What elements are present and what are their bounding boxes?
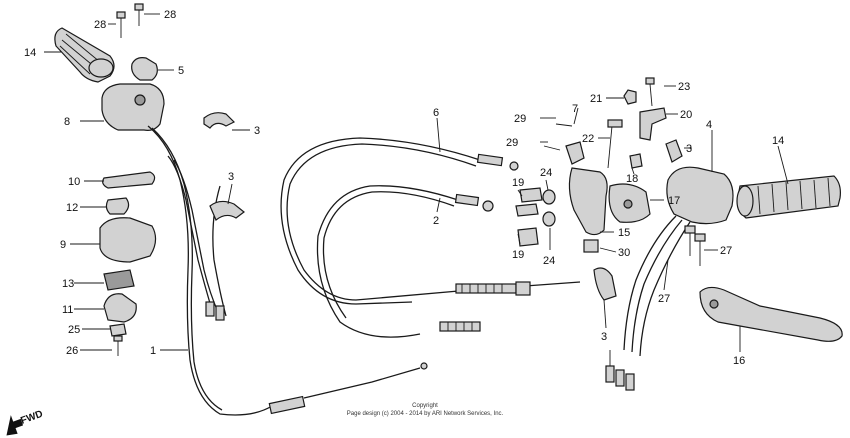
callout-21: 21: [590, 93, 602, 105]
throttle-cable-adjusters: [355, 281, 581, 332]
callout-7: 7: [572, 103, 578, 115]
callout-28-b: 28: [164, 9, 176, 21]
fwd-arrow-icon: [6, 415, 24, 436]
callout-3-holder: 3: [601, 331, 607, 343]
leader-lines: [44, 13, 789, 352]
copyright-line-1: Copyright: [412, 403, 438, 409]
callout-27-a: 27: [658, 293, 670, 305]
callout-29-a: 29: [514, 113, 526, 125]
brake-lever-bolts-27: [684, 225, 706, 266]
callout-30: 30: [618, 247, 630, 259]
copyright-line-2: Page design (c) 2004 - 2014 by ARI Netwo…: [347, 411, 504, 417]
callout-26: 26: [66, 345, 78, 357]
callout-labels: 14 28 28 5 8 3 10 12 9 13 11 25 26 1 3 6…: [24, 9, 784, 367]
callout-14-left: 14: [24, 47, 36, 59]
callout-17: 17: [668, 195, 680, 207]
callout-23: 23: [678, 81, 690, 93]
clutch-cable-1: [147, 125, 428, 416]
callout-18: 18: [626, 173, 638, 185]
callout-3-right: 3: [686, 143, 692, 155]
callout-24-b: 24: [543, 255, 555, 267]
callout-29-b: 29: [506, 137, 518, 149]
callout-27-b: 27: [720, 245, 732, 257]
callout-19-b: 19: [512, 249, 524, 261]
callout-6: 6: [433, 107, 439, 119]
copyright-notice: Copyright Page design (c) 2004 - 2014 by…: [347, 403, 504, 417]
lever-bracket-5: [131, 57, 158, 81]
callout-14-right: 14: [772, 135, 784, 147]
fwd-label: FWD: [19, 409, 44, 427]
callout-2: 2: [433, 215, 439, 227]
callout-22: 22: [582, 133, 594, 145]
callout-9: 9: [60, 239, 66, 251]
left-grip: [54, 27, 115, 83]
callout-19-a: 19: [512, 177, 524, 189]
callout-10: 10: [68, 176, 80, 188]
switch-harness-left: [167, 155, 245, 321]
right-switch-housing-4: [665, 139, 734, 225]
callout-3-harness: 3: [228, 171, 234, 183]
brake-lever-16: [699, 286, 843, 342]
left-screws-28: [116, 3, 144, 38]
right-grip-14: [736, 175, 841, 219]
callout-8: 8: [64, 116, 70, 128]
callout-25: 25: [68, 324, 80, 336]
callout-11: 11: [62, 304, 73, 316]
callout-16: 16: [733, 355, 745, 367]
callout-15: 15: [618, 227, 630, 239]
callout-13: 13: [62, 278, 74, 290]
callout-3-clamp: 3: [254, 125, 260, 137]
right-switch-harness: [605, 215, 691, 391]
callout-4: 4: [706, 119, 712, 131]
throttle-cable-2: [316, 185, 494, 338]
fwd-arrow: FWD: [6, 409, 44, 436]
lever-parts-left: [99, 171, 157, 356]
lever-bracket-8: [101, 83, 165, 131]
callout-12: 12: [66, 202, 78, 214]
callout-5: 5: [178, 65, 184, 77]
callout-1: 1: [150, 345, 156, 357]
throttle-housing-parts: [515, 77, 667, 301]
callout-28-a: 28: [94, 19, 106, 31]
throttle-cable-6: [280, 137, 519, 305]
cable-clamp-3-top: [203, 112, 236, 129]
callout-24-a: 24: [540, 167, 552, 179]
callout-20: 20: [680, 109, 692, 121]
